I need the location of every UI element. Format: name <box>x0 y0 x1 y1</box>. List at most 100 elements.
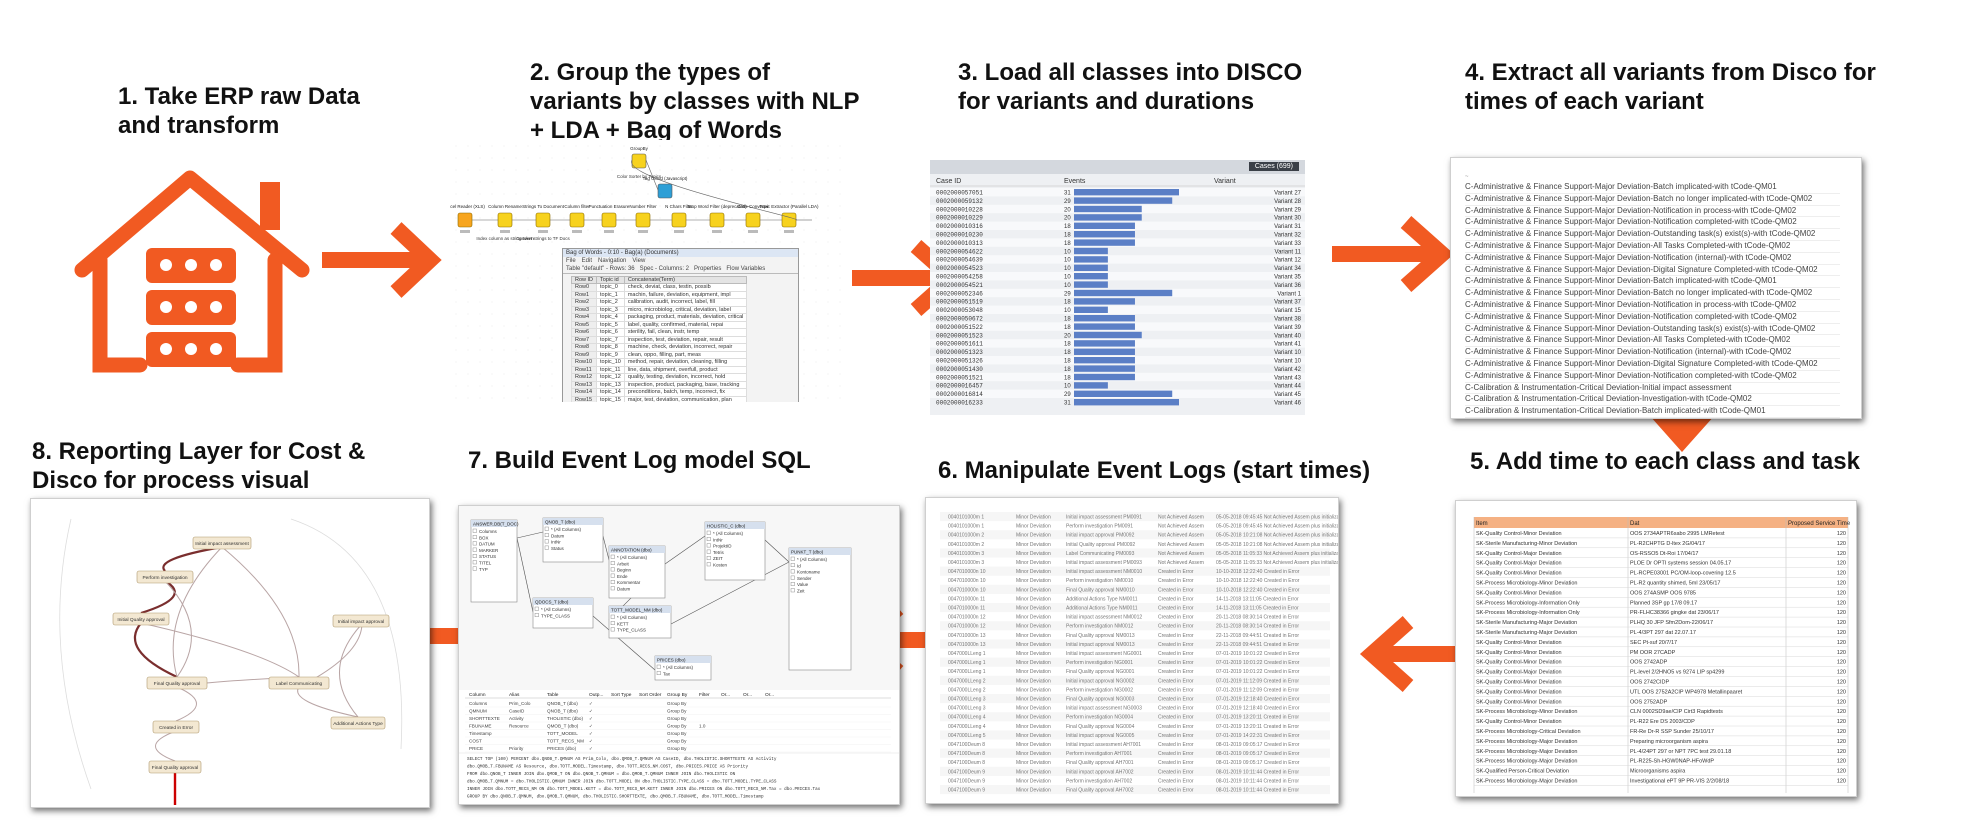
sql-grid-cell: Resource <box>509 724 529 729</box>
process-node[interactable]: Additional Actions Type <box>330 716 386 730</box>
sql-field: TITEL <box>479 561 492 566</box>
sql-grid-header[interactable]: Alias <box>509 692 520 698</box>
knime-menu-navigation[interactable]: Navigation <box>598 258 627 264</box>
time-col-header[interactable]: Dat <box>1630 521 1640 527</box>
process-node[interactable]: Final Quality approval <box>146 676 208 690</box>
event-log-cell: 0047010000n 11 <box>948 606 985 612</box>
knime-col-header[interactable]: Concatenate(Term) <box>623 276 748 284</box>
knime-col-header[interactable]: Topic id <box>596 276 625 284</box>
event-log-cell: Perform investigation AH7001 <box>1066 751 1132 757</box>
process-node[interactable]: Final Quality approval <box>148 760 202 774</box>
sql-grid-header[interactable]: Or... <box>743 692 752 698</box>
event-log-cell: Created in Error <box>1158 596 1194 602</box>
knime-node-4[interactable] <box>569 212 585 228</box>
arrow-step3-to-step4 <box>1332 216 1455 292</box>
time-row-item: SK-Process Microbiology-Major Deviation <box>1476 739 1577 745</box>
sql-grid-header[interactable]: Sort Type <box>611 692 632 698</box>
knime-table-cell: label, quality, confirmed, material, rep… <box>623 320 748 329</box>
disco-col-header[interactable]: Events <box>1064 178 1086 185</box>
knime-table-cell: topic_9 <box>596 350 625 359</box>
knime-node-2[interactable] <box>497 212 513 228</box>
knime-tab-table[interactable]: Table "default" - Rows: 36 <box>566 266 635 272</box>
sql-grid-header[interactable]: Group By <box>667 692 688 698</box>
knime-extra-node[interactable] <box>657 183 673 199</box>
knime-table-cell: Row14 <box>570 388 598 397</box>
knime-table-cell: Row12 <box>570 373 598 382</box>
knime-node-5[interactable] <box>601 212 617 228</box>
knime-extra-node[interactable] <box>631 153 647 169</box>
disco-col-header[interactable]: Case ID <box>936 178 961 185</box>
disco-case-id: 0002000053048 <box>936 307 983 314</box>
process-node[interactable]: Initial impact approval <box>332 614 390 628</box>
time-col-header[interactable]: Proposed Service Time <box>1788 521 1851 527</box>
sql-table-box[interactable]: QDOCS_T (dbo)* (All Columns)TYPE_CLASS <box>532 597 594 629</box>
step-4-label: 4. Extract all variants from Disco for t… <box>1465 59 1876 115</box>
knime-tab-flow-variables[interactable]: Flow Variables <box>726 266 766 272</box>
sql-grid-header[interactable]: Or... <box>765 692 774 698</box>
variant-line: C-Administrative & Finance Support-Minor… <box>1465 324 1840 336</box>
knime-node-10[interactable] <box>781 212 797 228</box>
event-log-cell: 0047000LLeng 5 <box>948 733 986 739</box>
sql-table-box[interactable]: TOTT_MODEL_NM (dbo)* (All Columns)KETTTY… <box>608 605 672 639</box>
disco-col-header[interactable]: Variant <box>1214 178 1236 185</box>
event-log-cell: Additional Actions Type NM0011 <box>1066 596 1138 602</box>
knime-table-cell: Row11 <box>570 365 598 374</box>
sql-table-box[interactable]: PRICES (dbo)* (All Columns)Tax <box>654 655 712 681</box>
knime-node-3[interactable] <box>535 212 551 228</box>
event-log-cell: Minor Deviation <box>1016 524 1051 530</box>
sql-field: ProjektID <box>713 544 732 549</box>
sql-text-line: INNER JOIN dbo.TOTT_RECS_NM ON dbo.TOTT_… <box>467 787 821 792</box>
process-node-label: Perform investigation <box>142 575 187 581</box>
process-edge <box>162 545 223 572</box>
sql-grid-header[interactable]: Sort Order <box>639 692 662 698</box>
knime-col-header[interactable]: Row ID <box>570 276 598 284</box>
knime-menu-edit[interactable]: Edit <box>581 258 593 264</box>
sql-grid-header[interactable]: Outp... <box>589 692 603 698</box>
knime-node-8[interactable] <box>709 212 725 228</box>
knime-tab-spec[interactable]: Spec - Columns: 2 <box>639 266 689 272</box>
sql-grid-header[interactable]: Or... <box>721 692 730 698</box>
sql-field: * (All Columns) <box>797 557 828 562</box>
event-log-cell: Minor Deviation <box>1016 660 1051 666</box>
knime-node-6[interactable] <box>635 212 651 228</box>
process-node[interactable]: Created in Error <box>152 720 200 734</box>
process-node[interactable]: Label Communicating <box>268 676 330 690</box>
knime-node-1[interactable] <box>457 212 473 228</box>
event-log-cell: 07-01-2019 13:20:11 Created in Error <box>1216 724 1299 730</box>
knime-table-cell: Row10 <box>570 358 598 367</box>
knime-tab-properties[interactable]: Properties <box>694 266 722 272</box>
sql-field: Kosten <box>713 563 728 568</box>
process-node[interactable]: Initial Quality approval <box>112 612 170 626</box>
time-row-desc: SEC Pt-suf 20/7/17 <box>1630 640 1677 646</box>
process-node[interactable]: Initial impact assessment <box>192 536 252 550</box>
knime-node-9[interactable] <box>745 212 761 228</box>
disco-cases-tab[interactable]: Cases (699) <box>1248 162 1299 171</box>
disco-case-id: 0002000010316 <box>936 223 983 230</box>
process-edge <box>140 622 300 678</box>
time-row-value: 120 <box>1837 729 1846 735</box>
process-node[interactable]: Perform investigation <box>136 570 194 584</box>
sql-grid-header[interactable]: Column <box>469 692 486 698</box>
knime-node-status <box>538 230 548 233</box>
event-log-cell: Final Quality approval NM0013 <box>1066 633 1135 639</box>
knime-table-cell: quality, testing, deviation, incorrect, … <box>623 373 748 382</box>
knime-menu-file[interactable]: File <box>566 258 576 264</box>
disco-variant: Variant 1 <box>1277 291 1301 297</box>
sql-grid-header[interactable]: Table <box>547 692 559 698</box>
sql-table-box[interactable]: HOLISTIC_C (dbo)* (All Columns)IntNrProj… <box>704 521 766 581</box>
knime-node-7[interactable] <box>671 212 687 228</box>
knime-menu-view[interactable]: View <box>632 258 646 264</box>
sql-table-box[interactable]: ANSWER.DB(T_DOC)ColumnsBOXDATUMMARKERSTA… <box>470 519 519 603</box>
event-log-cell: 0047000LLeng 2 <box>948 678 986 684</box>
knime-table-cell: Row2 <box>570 298 598 307</box>
event-log-cell: Created in Error <box>1158 760 1194 766</box>
sql-table-box[interactable]: PUNKT_T (dbo)* (All Columns)IdKontonameS… <box>788 547 852 671</box>
time-col-header[interactable]: Item <box>1476 521 1488 527</box>
sql-table-box[interactable]: ANNOTATION (dbo)* (All Columns)ArbeitBeg… <box>608 545 666 599</box>
knime-table-cell: machine, check, deviation, incorrect, re… <box>623 343 748 352</box>
sql-table-box[interactable]: QNOB_T (dbo)* (All Columns)DatumIntNrSta… <box>542 517 604 563</box>
sql-grid-header[interactable]: Filter <box>699 692 710 698</box>
